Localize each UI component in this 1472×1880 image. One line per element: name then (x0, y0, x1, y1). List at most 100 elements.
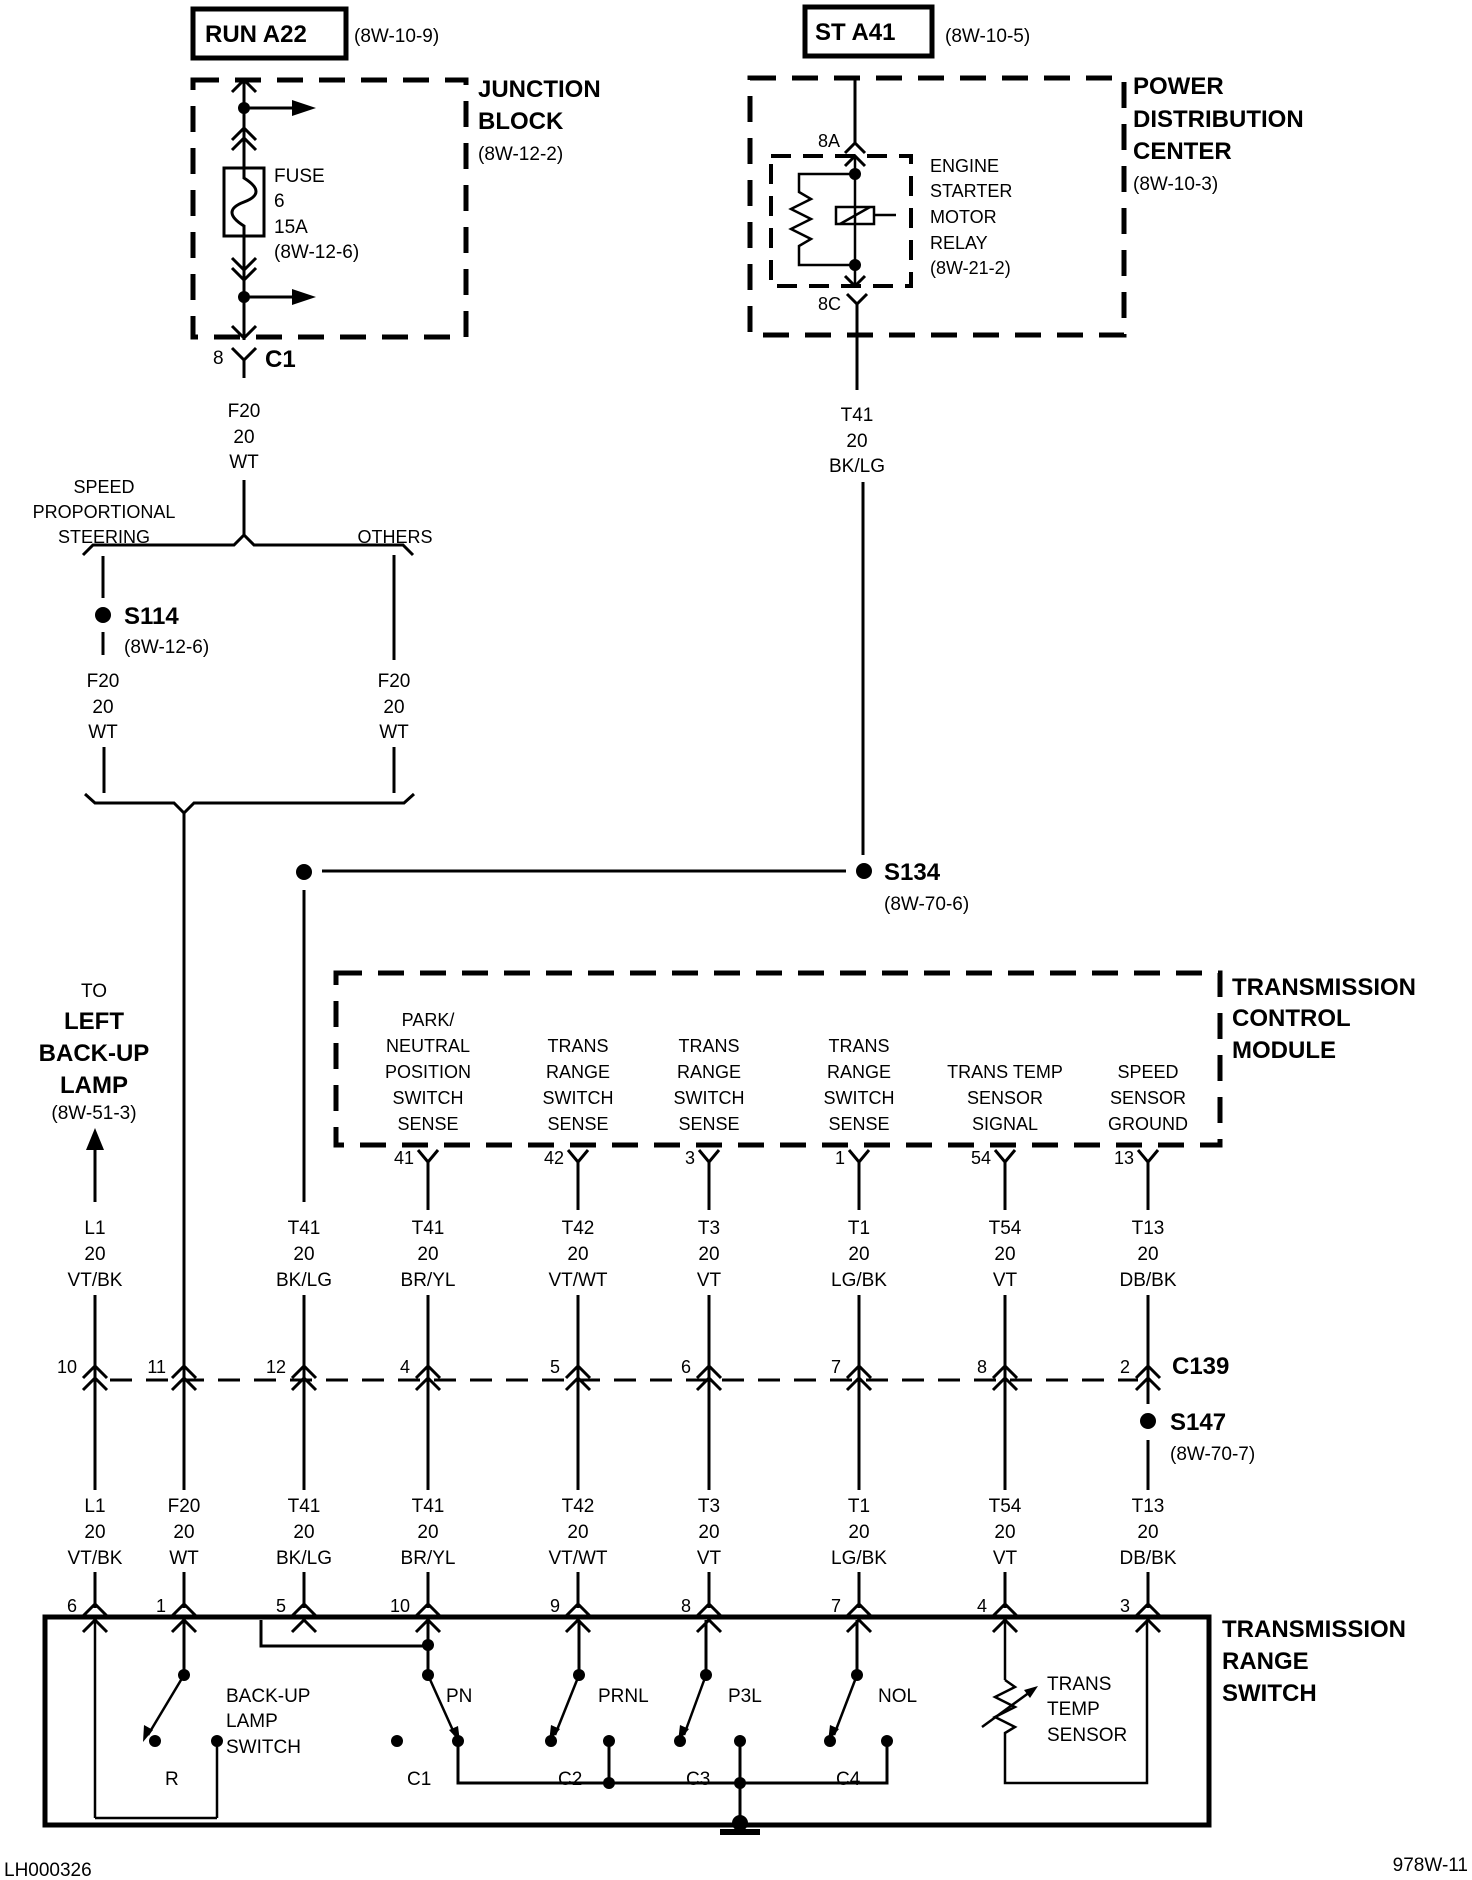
trs-terminal-icon (290, 1601, 318, 1634)
tcm-pin-number: 41 (394, 1148, 414, 1168)
tcm-function-label: RANGE (677, 1062, 741, 1082)
junction-block: JUNCTION BLOCK (8W-12-2) FUSE 6 15A (8W-… (190, 76, 601, 535)
backup-lamp-name-2: BACK-UP (39, 1040, 150, 1067)
wire-upper-label: 20 (994, 1244, 1015, 1265)
wire-lower-label: BK/LG (276, 1548, 332, 1569)
wire-upper-label: T54 (989, 1218, 1022, 1239)
wire-lower-label: T13 (1132, 1496, 1165, 1517)
backup-switch-label-2: LAMP (226, 1711, 278, 1732)
junction-block-outline (190, 77, 469, 340)
run-a22-ref: (8W-10-9) (354, 26, 439, 47)
transmission-range-switch: TRANSMISSION RANGE SWITCH R BACK-UP LAMP… (42, 1614, 1406, 1835)
backup-switch-label-1: BACK-UP (226, 1686, 310, 1707)
tcm-function-label: TRANS (678, 1036, 739, 1056)
wire-lower-label: T41 (412, 1496, 445, 1517)
sensor-label-3: SENSOR (1047, 1725, 1127, 1746)
wire-upper-label: L1 (84, 1218, 105, 1239)
pdc-pin-8a-icon (843, 140, 867, 155)
tcm-name-2: CONTROL (1232, 1005, 1351, 1032)
wire-upper-label: T41 (288, 1218, 321, 1239)
relay-label-2: STARTER (930, 181, 1012, 201)
tcm-function-label: TRANS (547, 1036, 608, 1056)
junction-block-ref: (8W-12-2) (478, 144, 563, 165)
wire-lower-label: LG/BK (831, 1548, 887, 1569)
junction-block-name-1: JUNCTION (478, 76, 601, 103)
tcm-pin-number: 13 (1114, 1148, 1134, 1168)
wire-upper-label: BR/YL (401, 1270, 456, 1291)
run-a22-box (190, 6, 349, 61)
tcm-pin-number: 3 (685, 1148, 695, 1168)
trs-contact-c2: C2 (558, 1769, 582, 1790)
pdc-pin-8c-icon (845, 292, 869, 307)
branch-bracket-bottom (83, 792, 416, 816)
relay-label-3: MOTOR (930, 207, 997, 227)
st-a41-ref: (8W-10-5) (945, 26, 1030, 47)
prnl-switch-blade-icon (553, 1674, 581, 1736)
wire-upper-label: 20 (698, 1244, 719, 1265)
run-a22-source: RUN A22 (8W-10-9) (190, 6, 439, 61)
sensor-label-1: TRANS (1047, 1674, 1111, 1695)
wire-upper-label: 20 (293, 1244, 314, 1265)
wire-upper-label: DB/BK (1119, 1270, 1176, 1291)
trs-pin-number: 3 (1120, 1596, 1130, 1616)
wire-t41-pdc-3: BK/LG (829, 456, 885, 477)
tcm-function-label: SENSE (547, 1114, 608, 1134)
c1-pin: 8 (213, 348, 224, 369)
wire-lower-label: VT (993, 1548, 1018, 1569)
branch-sps-1: SPEED (73, 477, 134, 497)
tcm-function-label: TRANS (828, 1036, 889, 1056)
wire-lower-label: F20 (168, 1496, 201, 1517)
c139-pin-number: 10 (57, 1357, 77, 1377)
wire-upper-label: VT/BK (68, 1270, 123, 1291)
tcm-function-label: RANGE (546, 1062, 610, 1082)
trs-pin-number: 1 (156, 1596, 166, 1616)
tcm-function-label: GROUND (1108, 1114, 1188, 1134)
trs-pin-number: 5 (276, 1596, 286, 1616)
backup-lamp-ref: (8W-51-3) (51, 1103, 136, 1124)
wire-upper-label: BK/LG (276, 1270, 332, 1291)
tcm-outline (333, 970, 1223, 1148)
wire-f20-main-2: 20 (233, 427, 254, 448)
wire-lower-label: BR/YL (401, 1548, 456, 1569)
wire-lower-label: DB/BK (1119, 1548, 1176, 1569)
tcm-pin-icon (566, 1149, 590, 1165)
pdc-ref: (8W-10-3) (1133, 174, 1218, 195)
arrow-right-icon (292, 289, 316, 305)
wire-lower-label: VT/WT (548, 1548, 607, 1569)
wire-upper-label: 20 (567, 1244, 588, 1265)
fuse-label-3: 15A (274, 217, 308, 238)
wire-upper-label: 20 (84, 1244, 105, 1265)
c139-pin-number: 11 (147, 1357, 166, 1377)
sensor-label-2: TEMP (1047, 1699, 1100, 1720)
wire-lower-label: T54 (989, 1496, 1022, 1517)
tcm-pin-icon (1136, 1149, 1160, 1165)
wire-lower-label: 20 (293, 1522, 314, 1543)
splice-s134: S134 (8W-70-6) (296, 859, 969, 1202)
tcm-function-label: NEUTRAL (386, 1036, 470, 1056)
c139-pin-number: 2 (1120, 1357, 1130, 1377)
fuse-label-2: 6 (274, 191, 285, 212)
c139-pin-number: 6 (681, 1357, 691, 1377)
tcm-function-label: SWITCH (824, 1088, 895, 1108)
wire-lower-label: VT (697, 1548, 722, 1569)
transmission-control-module: TRANSMISSION CONTROL MODULE PARK/NEUTRAL… (333, 970, 1416, 1210)
trs-contact-r: R (165, 1769, 179, 1790)
tcm-function-label: POSITION (385, 1062, 471, 1082)
trs-pin-number: 10 (390, 1596, 410, 1616)
wire-f20-others-2: 20 (383, 697, 404, 718)
tcm-pin-icon (697, 1149, 721, 1165)
tcm-name-3: MODULE (1232, 1037, 1336, 1064)
tcm-pin-number: 42 (544, 1148, 564, 1168)
arrow-up-icon (86, 1128, 104, 1150)
trs-name-3: SWITCH (1222, 1680, 1317, 1707)
trs-pin-number: 7 (831, 1596, 841, 1616)
